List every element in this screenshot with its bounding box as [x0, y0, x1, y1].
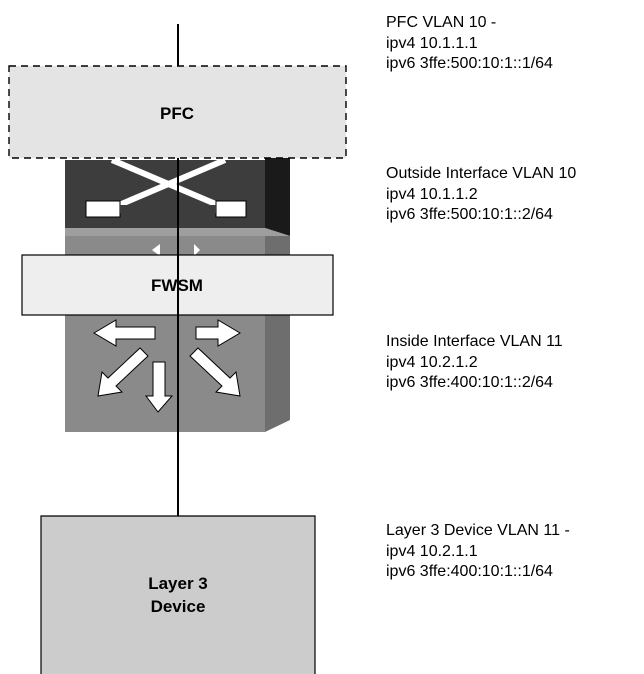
switch-crossing-arrows-icon: [85, 157, 247, 218]
layer3-device-box: Layer 3 Device: [40, 515, 316, 674]
layer3-device-annotation: Layer 3 Device VLAN 11 - ipv4 10.2.1.1 i…: [386, 521, 570, 583]
switch-small-markers: [152, 244, 200, 256]
annotation-ipv4: ipv4 10.1.1.2: [386, 185, 478, 203]
annotation-ipv4: ipv4 10.2.1.1: [386, 542, 478, 560]
switch-spreading-arrows-icon: [93, 319, 241, 413]
pfc-vlan-annotation: PFC VLAN 10 - ipv4 10.1.1.1 ipv6 3ffe:50…: [386, 13, 553, 75]
annotation-ipv4: ipv4 10.1.1.1: [386, 34, 478, 52]
inside-interface-annotation: Inside Interface VLAN 11 ipv4 10.2.1.2 i…: [386, 332, 563, 394]
annotation-ipv6: ipv6 3ffe:400:10:1::1/64: [386, 563, 553, 580]
annotation-ipv6: ipv6 3ffe:500:10:1::2/64: [386, 206, 553, 223]
layer3-device-label-line2: Device: [151, 597, 206, 616]
annotation-title: Layer 3 Device VLAN 11 -: [386, 522, 570, 539]
annotation-ipv6: ipv6 3ffe:400:10:1::2/64: [386, 374, 553, 391]
layer3-device-label-line1: Layer 3: [148, 574, 208, 593]
annotation-title: PFC VLAN 10 -: [386, 14, 497, 31]
annotation-title: Inside Interface VLAN 11: [386, 333, 563, 350]
annotation-title: Outside Interface VLAN 10: [386, 165, 577, 182]
pfc-box: PFC: [8, 65, 347, 159]
pfc-label: PFC: [160, 104, 194, 123]
annotation-ipv6: ipv6 3ffe:500:10:1::1/64: [386, 55, 553, 72]
outside-interface-annotation: Outside Interface VLAN 10 ipv4 10.1.1.2 …: [386, 164, 576, 226]
annotation-ipv4: ipv4 10.2.1.2: [386, 353, 478, 371]
